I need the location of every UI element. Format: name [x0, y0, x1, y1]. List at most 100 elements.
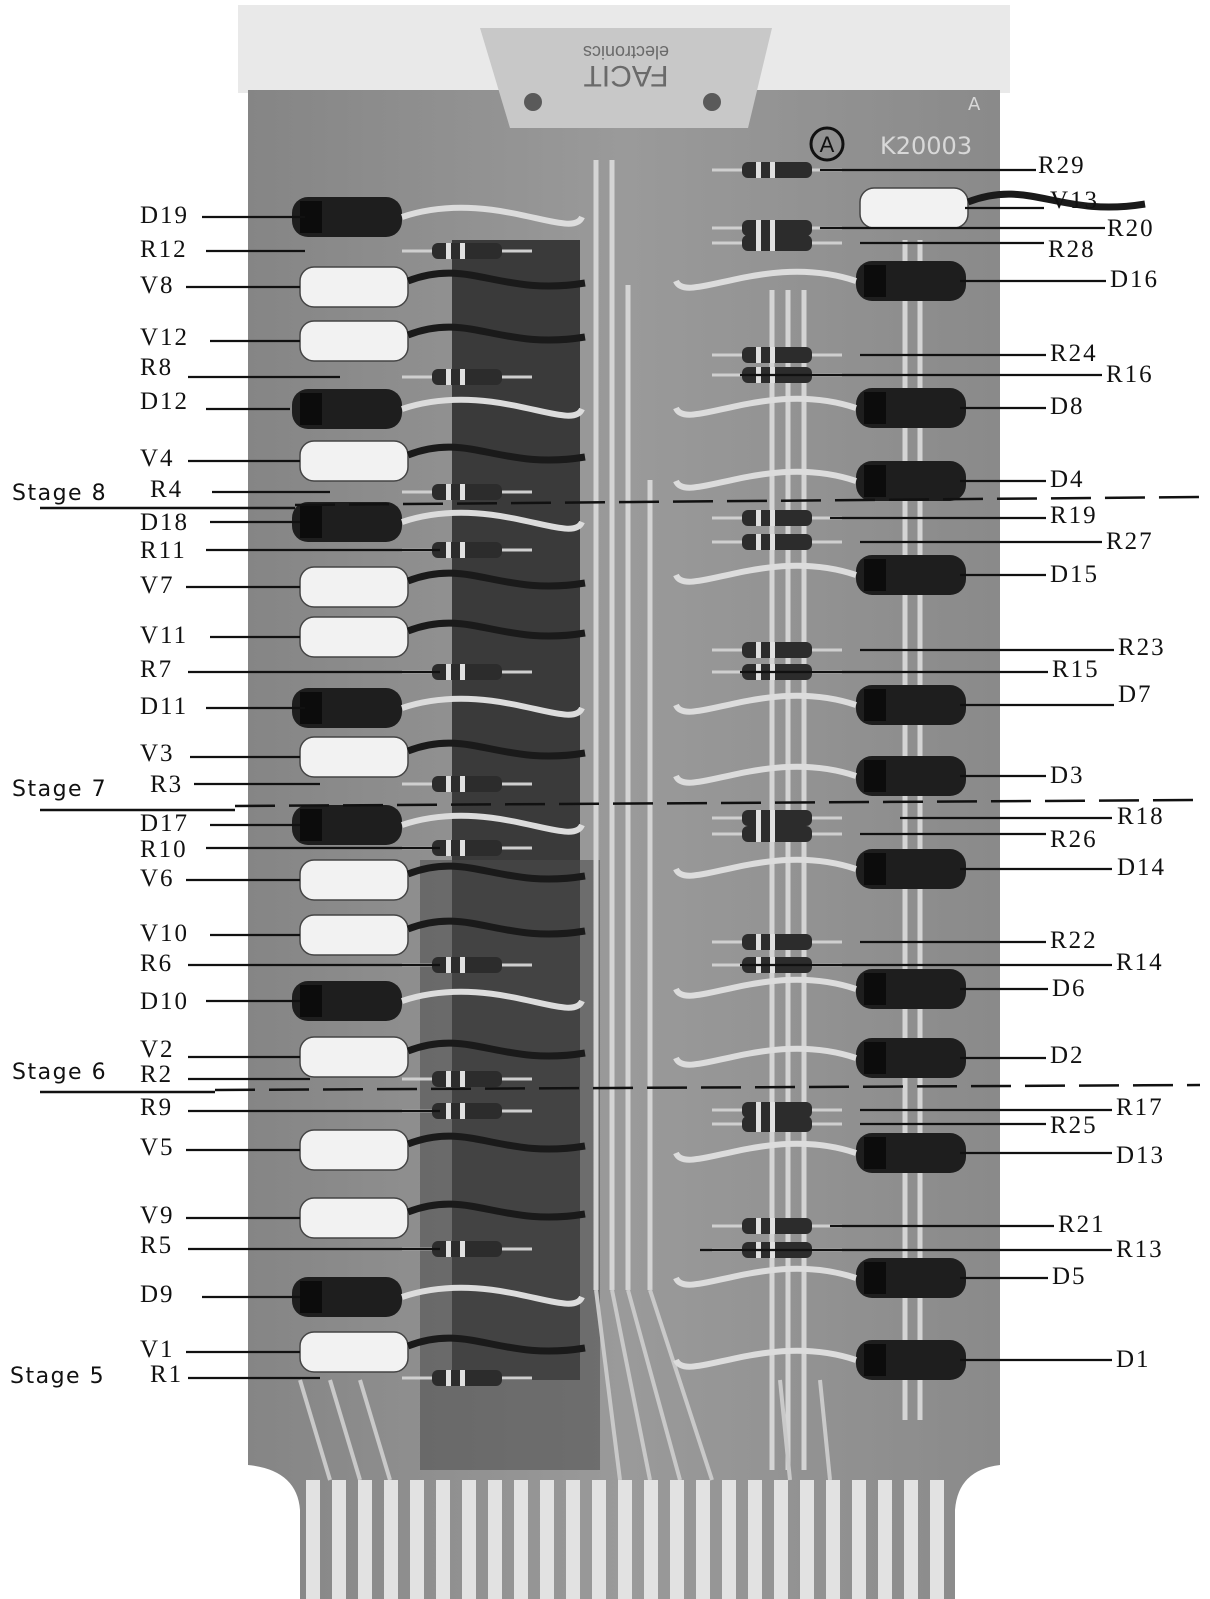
- revision-mark: A: [820, 132, 835, 157]
- component-v8: [299, 266, 586, 308]
- component-d7: [673, 685, 966, 725]
- component-r27: [712, 534, 842, 550]
- component-d1: [673, 1340, 966, 1380]
- label-v10: V10: [140, 920, 189, 947]
- component-d5: [673, 1258, 966, 1298]
- component-d19: [292, 197, 585, 237]
- label-r6: R6: [140, 950, 173, 977]
- connector-traces: [298, 1289, 832, 1481]
- label-r4: R4: [150, 476, 183, 503]
- component-d3: [673, 756, 966, 796]
- component-d17: [292, 805, 585, 845]
- component-r18: [712, 810, 842, 826]
- component-r19: [712, 510, 842, 526]
- label-r27: R27: [1106, 528, 1154, 555]
- component-r4: [402, 484, 532, 500]
- component-d11: [292, 688, 585, 728]
- component-d16: [673, 261, 966, 301]
- label-v2: V2: [140, 1036, 175, 1063]
- component-v6: [299, 859, 586, 901]
- stage-labels: Stage 8 Stage 7 Stage 6 Stage 5: [10, 481, 107, 1389]
- label-d2: D2: [1050, 1042, 1085, 1069]
- label-v4: V4: [140, 445, 175, 472]
- bus-traces: [593, 160, 923, 1470]
- label-r9: R9: [140, 1094, 173, 1121]
- label-v8: V8: [140, 272, 175, 299]
- board-marking: A K20003 A: [809, 94, 981, 162]
- label-r17: R17: [1116, 1094, 1164, 1121]
- callouts-right: R29V13R20R28D16R24R16D8D4R19R27D15R23R15…: [700, 152, 1166, 1373]
- label-r19: R19: [1050, 502, 1098, 529]
- label-v11: V11: [140, 622, 188, 649]
- callouts-left: D19R12V8V12R8D12V4R4D18R11V7V11R7D11V3R3…: [140, 202, 440, 1388]
- component-r25: [712, 1116, 842, 1132]
- component-v4: [299, 440, 586, 482]
- component-v12: [299, 320, 586, 362]
- label-d13: D13: [1116, 1142, 1165, 1169]
- label-v9: V9: [140, 1202, 175, 1229]
- component-r22: [712, 934, 842, 950]
- component-v10: [299, 914, 586, 956]
- label-r20: R20: [1107, 215, 1155, 242]
- brand-sub: electronics: [583, 42, 669, 62]
- pcb-photo: FACIT electronics A K20003 A: [238, 5, 1146, 1599]
- label-r28: R28: [1048, 236, 1096, 263]
- label-r24: R24: [1050, 340, 1098, 367]
- label-d6: D6: [1052, 975, 1087, 1002]
- component-d13: [673, 1133, 966, 1173]
- label-d19: D19: [140, 202, 189, 229]
- label-v6: V6: [140, 865, 175, 892]
- label-r18: R18: [1117, 803, 1165, 830]
- component-d14: [673, 849, 966, 889]
- components: [292, 162, 1146, 1386]
- edge-connector: [306, 1480, 944, 1599]
- stage-8-label: Stage 8: [12, 481, 107, 506]
- label-v7: V7: [140, 572, 175, 599]
- label-r10: R10: [140, 836, 188, 863]
- label-d15: D15: [1050, 561, 1099, 588]
- component-r1: [402, 1370, 532, 1386]
- component-d10: [292, 981, 585, 1021]
- label-v5: V5: [140, 1134, 175, 1161]
- label-r22: R22: [1050, 927, 1098, 954]
- label-r11: R11: [140, 537, 187, 564]
- component-r21: [712, 1218, 842, 1234]
- component-d12: [292, 389, 585, 429]
- component-d4: [673, 461, 966, 501]
- component-d18: [292, 502, 585, 542]
- label-r5: R5: [140, 1232, 173, 1259]
- label-d5: D5: [1052, 1263, 1087, 1290]
- board-code: K20003: [880, 132, 972, 160]
- component-d6: [673, 969, 966, 1009]
- component-r12: [402, 243, 532, 259]
- label-v1: V1: [140, 1336, 175, 1363]
- label-d18: D18: [140, 509, 189, 536]
- component-d2: [673, 1038, 966, 1078]
- component-r24: [712, 347, 842, 363]
- stage-dividers: [40, 495, 1201, 1094]
- label-d7: D7: [1118, 681, 1153, 708]
- label-r3: R3: [150, 771, 183, 798]
- label-d9: D9: [140, 1281, 175, 1308]
- component-v7: [299, 566, 586, 608]
- label-r2: R2: [140, 1061, 173, 1088]
- stage-6-label: Stage 6: [12, 1060, 107, 1085]
- label-r8: R8: [140, 354, 173, 381]
- component-r20: [712, 220, 842, 236]
- component-r2: [402, 1071, 532, 1087]
- label-v12: V12: [140, 324, 189, 351]
- label-r26: R26: [1050, 826, 1098, 853]
- label-d14: D14: [1117, 854, 1166, 881]
- component-d9: [292, 1277, 585, 1317]
- component-r17: [712, 1102, 842, 1118]
- component-r26: [712, 826, 842, 842]
- label-d17: D17: [140, 810, 189, 837]
- component-v9: [299, 1197, 586, 1239]
- component-v2: [299, 1036, 586, 1078]
- label-d1: D1: [1116, 1346, 1151, 1373]
- label-d3: D3: [1050, 762, 1085, 789]
- logo-plate: FACIT electronics: [480, 28, 772, 128]
- label-r12: R12: [140, 236, 188, 263]
- stage-5-label: Stage 5: [10, 1364, 105, 1389]
